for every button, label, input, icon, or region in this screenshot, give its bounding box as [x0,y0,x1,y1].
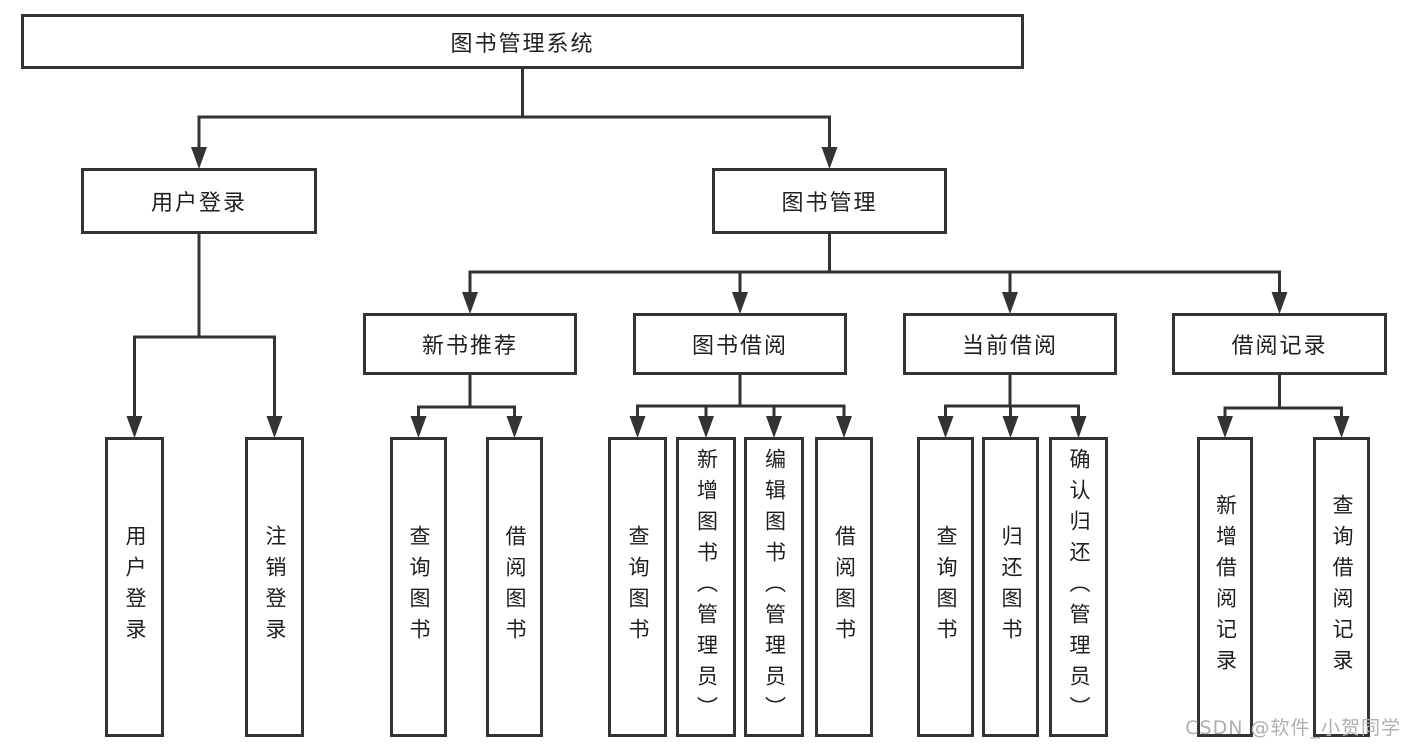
arrowhead-leaf-br-query [1333,416,1350,438]
node-label-book-mgmt: 图书管理 [781,191,878,216]
node-leaf-bb-borrow: 借阅图书 [815,437,873,737]
arrowhead-leaf-logout [266,416,283,438]
node-label-root: 图书管理系统 [450,31,595,57]
node-label-leaf-logout: 注销登录 [263,525,287,649]
arrowhead-leaf-br-add [1217,416,1233,438]
node-label-user-login: 用户登录 [150,191,247,216]
arrowhead-user-login [191,147,207,169]
arrowhead-new-book-rec [462,292,478,314]
arrowhead-book-mgmt [821,147,838,169]
node-leaf-bb-edit: 编辑图书（管理员） [744,437,804,737]
arrowhead-leaf-bb-query [629,416,646,438]
node-new-book-rec: 新书推荐 [363,313,577,375]
node-leaf-bb-add: 新增图书（管理员） [676,437,736,737]
node-current-borrow: 当前借阅 [903,313,1117,375]
arrowhead-borrow-records [1271,292,1288,314]
arrowhead-book-borrow [732,292,748,314]
node-book-borrow: 图书借阅 [633,313,847,375]
node-leaf-nb-borrow: 借阅图书 [486,437,543,737]
node-leaf-cb-confirm: 确认归还（管理员） [1049,437,1108,737]
node-root: 图书管理系统 [21,14,1024,69]
node-label-leaf-bb-edit: 编辑图书（管理员） [762,447,787,727]
node-label-leaf-br-query: 查询借阅记录 [1330,494,1354,680]
node-leaf-logout: 注销登录 [245,437,304,737]
arrowhead-leaf-nb-borrow [506,416,523,438]
node-label-leaf-br-add: 新增借阅记录 [1213,494,1238,680]
node-leaf-br-query: 查询借阅记录 [1313,437,1370,737]
arrowhead-leaf-cb-query [937,416,954,438]
node-label-leaf-cb-return: 归还图书 [999,525,1023,649]
arrowhead-leaf-cb-confirm [1070,416,1087,438]
arrowhead-leaf-nb-query [410,416,427,438]
node-label-leaf-cb-confirm: 确认归还（管理员） [1067,447,1091,727]
arrowhead-leaf-user-login [126,416,143,438]
node-label-borrow-records: 借阅记录 [1231,334,1328,359]
node-leaf-br-add: 新增借阅记录 [1197,437,1253,737]
node-label-leaf-cb-query: 查询图书 [934,525,958,649]
node-leaf-user-login: 用户登录 [105,437,164,737]
node-leaf-cb-return: 归还图书 [982,437,1039,737]
node-label-current-borrow: 当前借阅 [961,334,1058,359]
node-label-book-borrow: 图书借阅 [691,334,788,359]
node-label-leaf-bb-borrow: 借阅图书 [832,525,857,649]
node-label-leaf-nb-borrow: 借阅图书 [503,525,527,649]
arrowhead-leaf-bb-add [698,416,714,438]
node-book-mgmt: 图书管理 [712,168,947,234]
node-label-leaf-bb-add: 新增图书（管理员） [694,447,719,727]
node-borrow-records: 借阅记录 [1172,313,1387,375]
node-label-new-book-rec: 新书推荐 [421,334,518,359]
node-leaf-nb-query: 查询图书 [390,437,447,737]
arrowhead-current-borrow [1002,292,1018,314]
watermark: CSDN @软件_小贺同学 [1185,717,1401,739]
node-label-leaf-nb-query: 查询图书 [407,525,431,649]
arrowhead-leaf-cb-return [1002,416,1019,438]
arrowhead-leaf-bb-edit [766,416,782,438]
node-label-leaf-bb-query: 查询图书 [626,525,650,649]
node-leaf-bb-query: 查询图书 [608,437,667,737]
arrowhead-leaf-bb-borrow [836,416,852,438]
node-label-leaf-user-login: 用户登录 [123,525,147,649]
node-user-login: 用户登录 [81,168,317,234]
node-leaf-cb-query: 查询图书 [917,437,974,737]
